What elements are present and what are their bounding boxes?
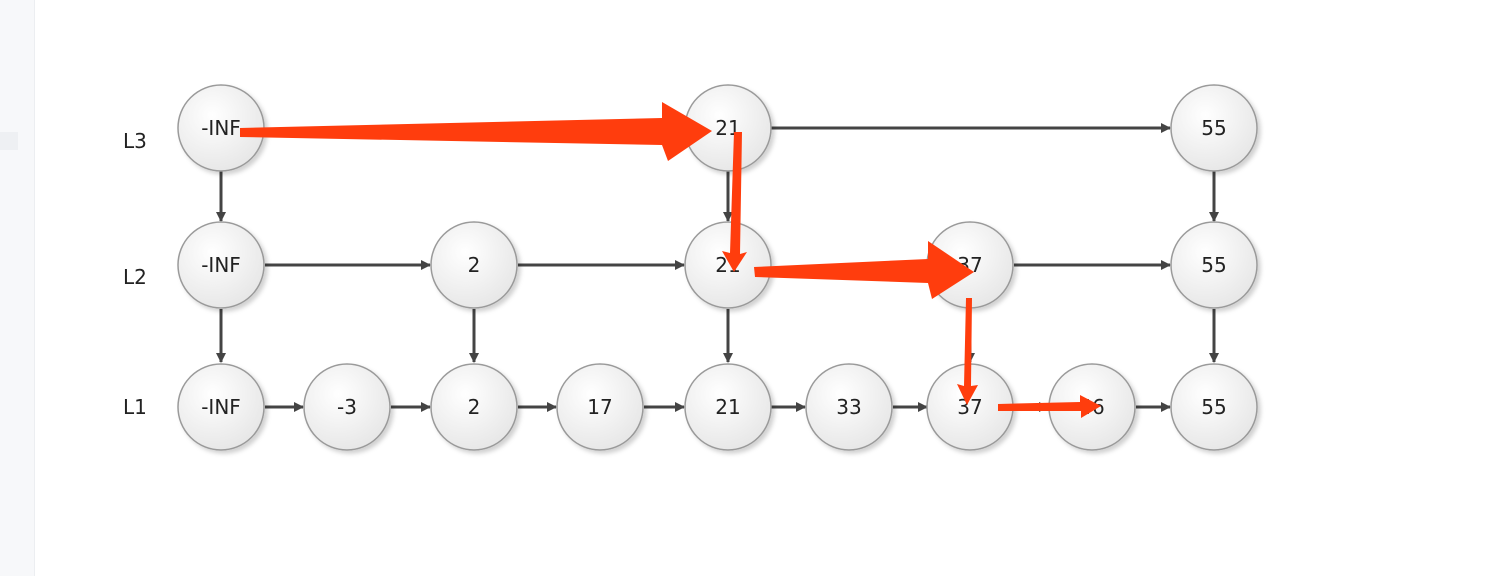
node-label: 2 xyxy=(468,253,481,277)
node-label: 17 xyxy=(587,395,612,419)
node-label: -3 xyxy=(337,395,357,419)
node-l1-2: 2 xyxy=(430,363,518,451)
level-label-l3: L3 xyxy=(123,129,147,153)
node-l3-55: 55 xyxy=(1170,84,1258,172)
node-label: 55 xyxy=(1201,253,1226,277)
node-l3-neg-inf: -INF xyxy=(177,84,265,172)
node-l2-21: 21 xyxy=(684,221,772,309)
search-arrow-l3-21-to-l2-21 xyxy=(722,132,747,272)
node-l1-55: 55 xyxy=(1170,363,1258,451)
search-arrow-l2-37-to-l1-37 xyxy=(957,298,978,405)
node-l2-neg-inf: -INF xyxy=(177,221,265,309)
search-arrow-l3-inf-to-21 xyxy=(240,102,712,161)
node-label: -INF xyxy=(201,395,241,419)
search-path-layer xyxy=(240,102,1101,418)
search-arrow-l2-21-to-37 xyxy=(754,241,974,299)
node-l2-2: 2 xyxy=(430,221,518,309)
node-l1-21: 21 xyxy=(684,363,772,451)
level-label-l1: L1 xyxy=(123,395,147,419)
search-arrow-l1-37-to-46 xyxy=(998,395,1101,418)
node-l1-17: 17 xyxy=(556,363,644,451)
node-l1-33: 33 xyxy=(805,363,893,451)
node-label: 2 xyxy=(468,395,481,419)
node-l1-neg-3: -3 xyxy=(303,363,391,451)
node-label: 33 xyxy=(836,395,861,419)
nodes-layer: -INF 21 55 -INF 2 21 xyxy=(177,84,1258,451)
node-label: -INF xyxy=(201,253,241,277)
node-label: 55 xyxy=(1201,395,1226,419)
node-l1-neg-inf: -INF xyxy=(177,363,265,451)
node-label: 55 xyxy=(1201,116,1226,140)
node-label: 21 xyxy=(715,395,740,419)
node-l2-55: 55 xyxy=(1170,221,1258,309)
node-label: -INF xyxy=(201,116,241,140)
sidebar-notch xyxy=(0,132,18,150)
links-layer xyxy=(216,123,1219,412)
level-label-l2: L2 xyxy=(123,265,147,289)
left-sidebar-edge xyxy=(0,0,35,576)
